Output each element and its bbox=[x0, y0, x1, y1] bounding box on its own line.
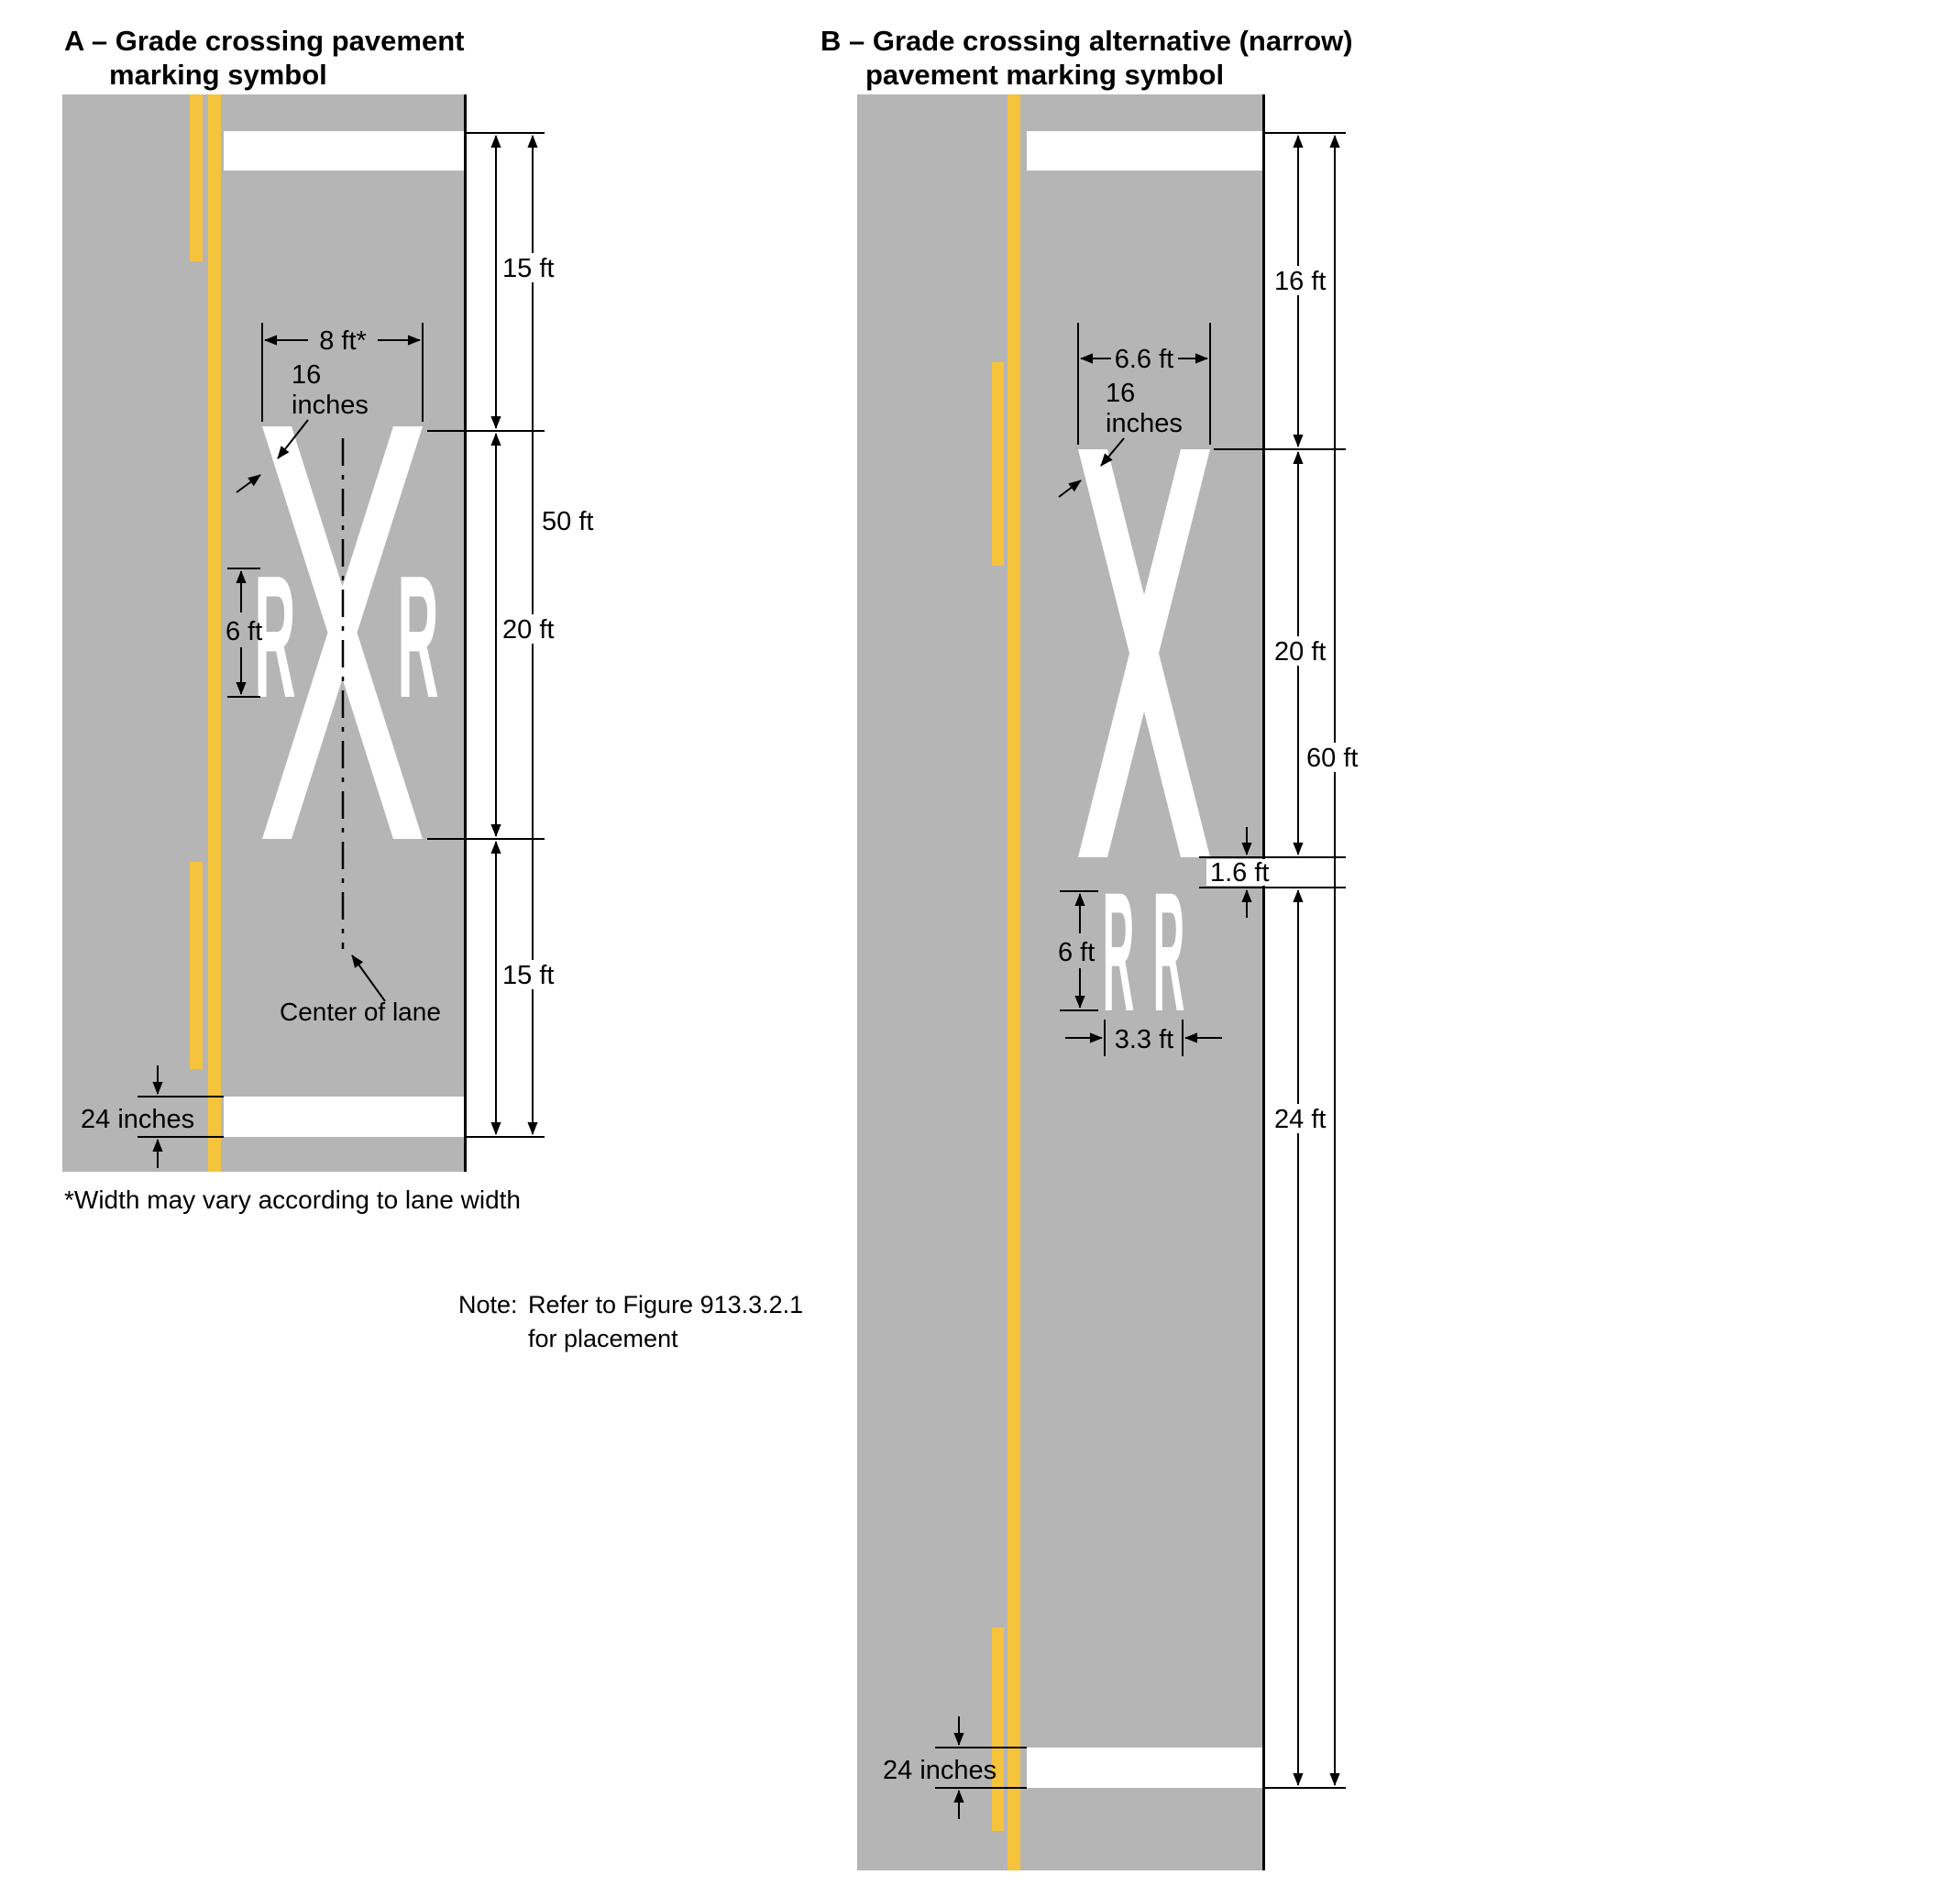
leader-16in-lower-a bbox=[236, 474, 261, 493]
road-edge-line-b bbox=[1262, 94, 1265, 1870]
panel-b-title-line1: B – Grade crossing alternative (narrow) bbox=[820, 25, 1353, 57]
letter-r-right-a: R bbox=[397, 539, 438, 733]
stop-bar-top-a bbox=[224, 131, 464, 171]
yellow-centerline-solid-a bbox=[208, 94, 221, 1172]
dim-label-inches-a: inches bbox=[292, 391, 369, 420]
dim-label-16ft-b: 16 ft bbox=[1274, 267, 1326, 296]
panel-a-title-line1: A – Grade crossing pavement bbox=[64, 25, 464, 57]
crossbuck-stroke-right-a bbox=[262, 426, 423, 839]
stop-bar-top-b bbox=[1027, 131, 1262, 171]
dim-label-33ft-b: 3.3 ft bbox=[1115, 1025, 1174, 1054]
center-of-lane-label: Center of lane bbox=[280, 998, 441, 1026]
dim-label-16-b: 16 bbox=[1106, 379, 1135, 408]
panel-a-title-line2: marking symbol bbox=[109, 59, 327, 91]
note-label: Note: bbox=[458, 1291, 518, 1318]
dim-label-24in-a: 24 inches bbox=[81, 1105, 194, 1134]
note-line1: Refer to Figure 913.3.2.1 bbox=[528, 1291, 803, 1318]
leader-16in-lower-b bbox=[1058, 480, 1082, 498]
dim-label-6ft-b: 6 ft bbox=[1058, 938, 1095, 967]
label-plate bbox=[1206, 859, 1276, 886]
yellow-dash-lower-a bbox=[190, 862, 203, 1069]
footnote: *Width may vary according to lane width bbox=[64, 1186, 521, 1214]
yellow-centerline-solid-b bbox=[1008, 94, 1020, 1870]
label-plate bbox=[499, 960, 557, 989]
dim-label-60ft-b: 60 ft bbox=[1306, 744, 1358, 773]
yellow-dash-top-b bbox=[992, 362, 1004, 566]
dim-label-20ft-a: 20 ft bbox=[502, 615, 554, 645]
label-plate bbox=[1271, 636, 1333, 666]
dim-label-15ft-top-a: 15 ft bbox=[502, 254, 554, 283]
dim-label-24ft-b: 24 ft bbox=[1274, 1105, 1326, 1134]
dim-label-50ft-a: 50 ft bbox=[542, 507, 593, 536]
dim-label-6ft-a: 6 ft bbox=[226, 617, 262, 646]
label-plate bbox=[1271, 266, 1331, 295]
dim-label-24in-b: 24 inches bbox=[883, 1756, 997, 1785]
dim-label-66ft-b: 6.6 ft bbox=[1115, 345, 1174, 374]
letter-r-left-a: R bbox=[254, 539, 295, 733]
yellow-dash-top-a bbox=[190, 94, 203, 261]
panel-b-title-line2: pavement marking symbol bbox=[865, 59, 1224, 91]
label-plate bbox=[499, 614, 561, 644]
letter-r-left-b: R bbox=[1103, 857, 1135, 1047]
road-edge-line-a bbox=[464, 94, 467, 1172]
leader-center-of-lane-a bbox=[351, 954, 386, 1002]
figure-note: Note: Refer to Figure 913.3.2.1 for plac… bbox=[458, 1291, 803, 1352]
leader-16in-upper-b bbox=[1100, 437, 1125, 467]
panel-b: B – Grade crossing alternative (narrow) … bbox=[820, 25, 1367, 1870]
dim-label-16-a: 16 bbox=[292, 360, 321, 390]
dim-label-8ft-a: 8 ft* bbox=[319, 326, 367, 356]
dim-label-inches-b: inches bbox=[1106, 409, 1183, 438]
yellow-dash-lower-b bbox=[992, 1627, 1004, 1831]
dim-label-16gap-b: 1.6 ft bbox=[1210, 858, 1270, 888]
stop-bar-bottom-a bbox=[224, 1097, 464, 1137]
road-surface-b bbox=[857, 94, 1265, 1870]
label-plate bbox=[1271, 1104, 1333, 1133]
letter-r-right-b: R bbox=[1153, 857, 1185, 1047]
label-plate bbox=[499, 253, 557, 282]
panel-a: A – Grade crossing pavement marking symb… bbox=[62, 25, 593, 1214]
note-line2: for placement bbox=[528, 1325, 678, 1352]
stop-bar-bottom-b bbox=[1027, 1748, 1262, 1788]
label-plate bbox=[1303, 743, 1367, 772]
crossbuck-stroke-right-b bbox=[1078, 449, 1210, 857]
dim-label-15ft-bottom-a: 15 ft bbox=[502, 961, 554, 990]
dim-label-20ft-b: 20 ft bbox=[1274, 637, 1326, 667]
road-surface-a bbox=[62, 94, 466, 1172]
leader-16in-upper-a bbox=[277, 419, 309, 459]
